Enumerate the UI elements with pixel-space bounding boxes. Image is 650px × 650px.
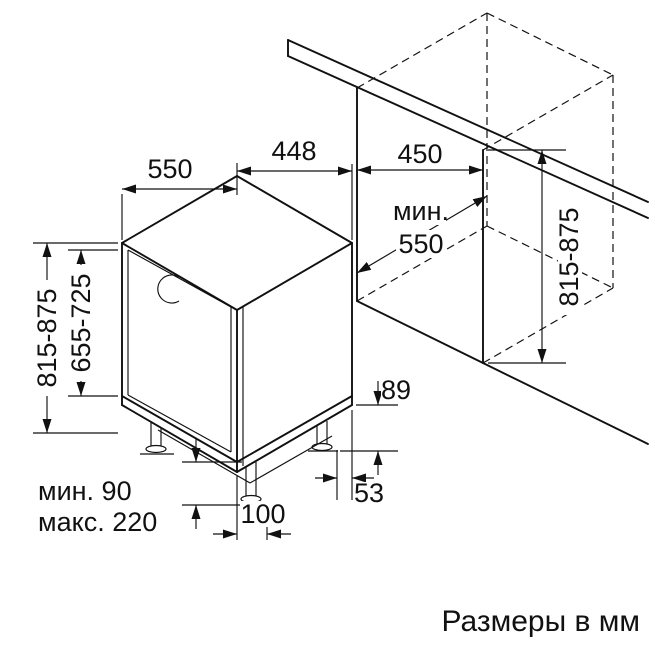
dim-door-height-655-725: 655-725 bbox=[66, 249, 118, 397]
dim-base-offset-53: 53 bbox=[315, 410, 385, 508]
label-niche-width: 450 bbox=[397, 139, 442, 169]
dim-niche-width-450: 450 bbox=[357, 139, 483, 175]
label-niche-depth-value: 550 bbox=[398, 229, 443, 259]
door-handle-arc bbox=[157, 274, 180, 304]
appliance-door bbox=[127, 249, 244, 466]
label-niche-height: 815-875 bbox=[554, 207, 584, 306]
dim-base-height-89: 89 bbox=[340, 375, 411, 475]
niche-back-wall-dashed bbox=[356, 12, 614, 364]
appliance-feet bbox=[140, 421, 338, 504]
label-plinth-max: макс. 220 bbox=[38, 507, 157, 537]
label-base-offset: 53 bbox=[354, 478, 384, 508]
label-base-height: 89 bbox=[381, 375, 411, 405]
label-top-width: 448 bbox=[271, 136, 316, 166]
caption-units: Размеры в мм bbox=[441, 605, 640, 638]
dim-plinth-min-max: мин. 90 макс. 220 bbox=[38, 438, 269, 537]
label-niche-depth-prefix: мин. bbox=[393, 196, 449, 226]
worktop bbox=[287, 39, 649, 219]
dim-recess-depth-100: 100 bbox=[213, 476, 291, 540]
dim-niche-depth-min-550: мин. 550 bbox=[356, 195, 488, 274]
label-door-height: 655-725 bbox=[66, 273, 96, 372]
dim-niche-height-815-875: 815-875 bbox=[488, 149, 584, 364]
label-appliance-height: 815-875 bbox=[32, 288, 62, 387]
label-recess-depth: 100 bbox=[240, 499, 285, 529]
dim-top-width-448: 448 bbox=[237, 136, 353, 240]
label-top-depth: 550 bbox=[147, 154, 192, 184]
dim-top-depth-550: 550 bbox=[121, 154, 238, 240]
label-plinth-min: мин. 90 bbox=[38, 476, 132, 506]
dim-appliance-height-815-875: 815-875 bbox=[32, 242, 118, 434]
